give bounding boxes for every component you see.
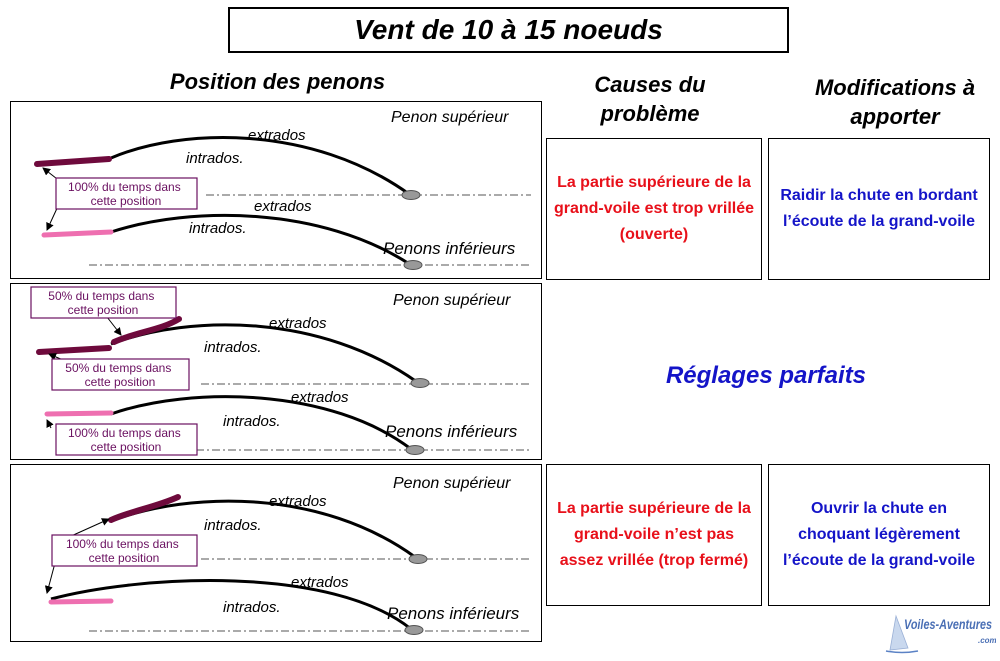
annotation-text: 100% du temps dans cette position: [68, 180, 184, 208]
row3-penon-diagram: 100% du temps dans cette position Penon …: [44, 475, 531, 635]
page-title: Vent de 10 à 15 noeuds: [228, 7, 789, 53]
upper-mast-point: [401, 190, 421, 200]
label-extrados-upper: extrados: [248, 127, 306, 144]
logo-text: Voiles-Aventures: [904, 616, 992, 632]
logo-suffix: .com: [978, 636, 996, 645]
row3-modification-text: Ouvrir la chute en choquant légèrement l…: [782, 500, 976, 569]
perfect-setting-label: Réglages parfaits: [665, 362, 867, 389]
label-intrados-lower: intrados.: [189, 220, 247, 237]
annotation-text-top: 50% du temps dans cette position: [48, 289, 157, 317]
annotation-text-middle: 50% du temps dans cette position: [65, 361, 174, 389]
row1-modification-cell: Raidir la chute en bordant l’écoute de l…: [768, 138, 990, 280]
lower-mast-point: [403, 260, 423, 270]
annotation-box: [55, 177, 198, 210]
upper-penon-dark-raised: [108, 494, 181, 523]
logo-graphic: Voiles-Aventures .com: [885, 614, 997, 654]
label-intrados-upper: intrados.: [204, 339, 262, 356]
annotation-text-bottom: 100% du temps dans cette position: [68, 426, 184, 454]
lower-penon-pink: [48, 598, 114, 605]
row1-penon-panel: 100% du temps dans cette position Penon …: [10, 101, 542, 279]
label-extrados-upper: extrados: [269, 315, 327, 332]
label-penons-inferieurs: Penons inférieurs: [383, 239, 516, 258]
row1-cause-text: La partie supérieure de la grand-voile e…: [553, 174, 755, 243]
sail-icon: [889, 614, 909, 651]
label-extrados-lower: extrados: [291, 574, 349, 591]
lower-sail-curve: [110, 395, 412, 451]
label-penons-inferieurs: Penons inférieurs: [385, 422, 518, 441]
row1-modification-text: Raidir la chute en bordant l’écoute de l…: [780, 187, 978, 230]
upper-penon-dark-raised: [111, 316, 182, 345]
label-penon-superieur: Penon supérieur: [393, 475, 511, 492]
row1-penon-diagram: 100% du temps dans cette position Penon …: [34, 109, 531, 270]
header-position: Position des penons: [169, 69, 386, 94]
header-causes: Causes du problème: [594, 72, 706, 126]
row3-penon-panel: 100% du temps dans cette position Penon …: [10, 464, 542, 642]
site-logo: Voiles-Aventures .com: [882, 610, 997, 656]
label-penons-inferieurs: Penons inférieurs: [387, 604, 520, 623]
label-intrados-lower: intrados.: [223, 599, 281, 616]
upper-penon-dark-straight: [36, 345, 112, 355]
row2-penon-panel: 50% du temps dans cette position 50% du …: [10, 283, 542, 460]
annotation-text: 100% du temps dans cette position: [66, 537, 182, 565]
label-intrados-lower: intrados.: [223, 413, 281, 430]
lower-penon-pink: [44, 410, 114, 417]
row2-penon-diagram: 50% du temps dans cette position 50% du …: [30, 286, 531, 456]
label-extrados-lower: extrados: [254, 198, 312, 215]
label-penon-superieur: Penon supérieur: [393, 292, 511, 309]
label-extrados-upper: extrados: [269, 493, 327, 510]
upper-penon-dark: [34, 156, 112, 167]
label-extrados-lower: extrados: [291, 389, 349, 406]
row1-cause-cell: La partie supérieure de la grand-voile e…: [546, 138, 762, 280]
header-modifications: Modifications à apporter: [814, 75, 976, 129]
upper-sail-curve: [110, 136, 410, 196]
row3-cause-cell: La partie supérieure de la grand-voile n…: [546, 464, 762, 606]
label-intrados-upper: intrados.: [204, 517, 262, 534]
row3-modification-cell: Ouvrir la chute en choquant légèrement l…: [768, 464, 990, 606]
label-penon-superieur: Penon supérieur: [391, 109, 509, 126]
row3-cause-text: La partie supérieure de la grand-voile n…: [557, 500, 751, 569]
lower-penon-pink: [41, 229, 114, 238]
label-intrados-upper: intrados.: [186, 150, 244, 167]
lower-sail-curve: [110, 213, 412, 267]
lower-sail-curve: [50, 579, 412, 631]
